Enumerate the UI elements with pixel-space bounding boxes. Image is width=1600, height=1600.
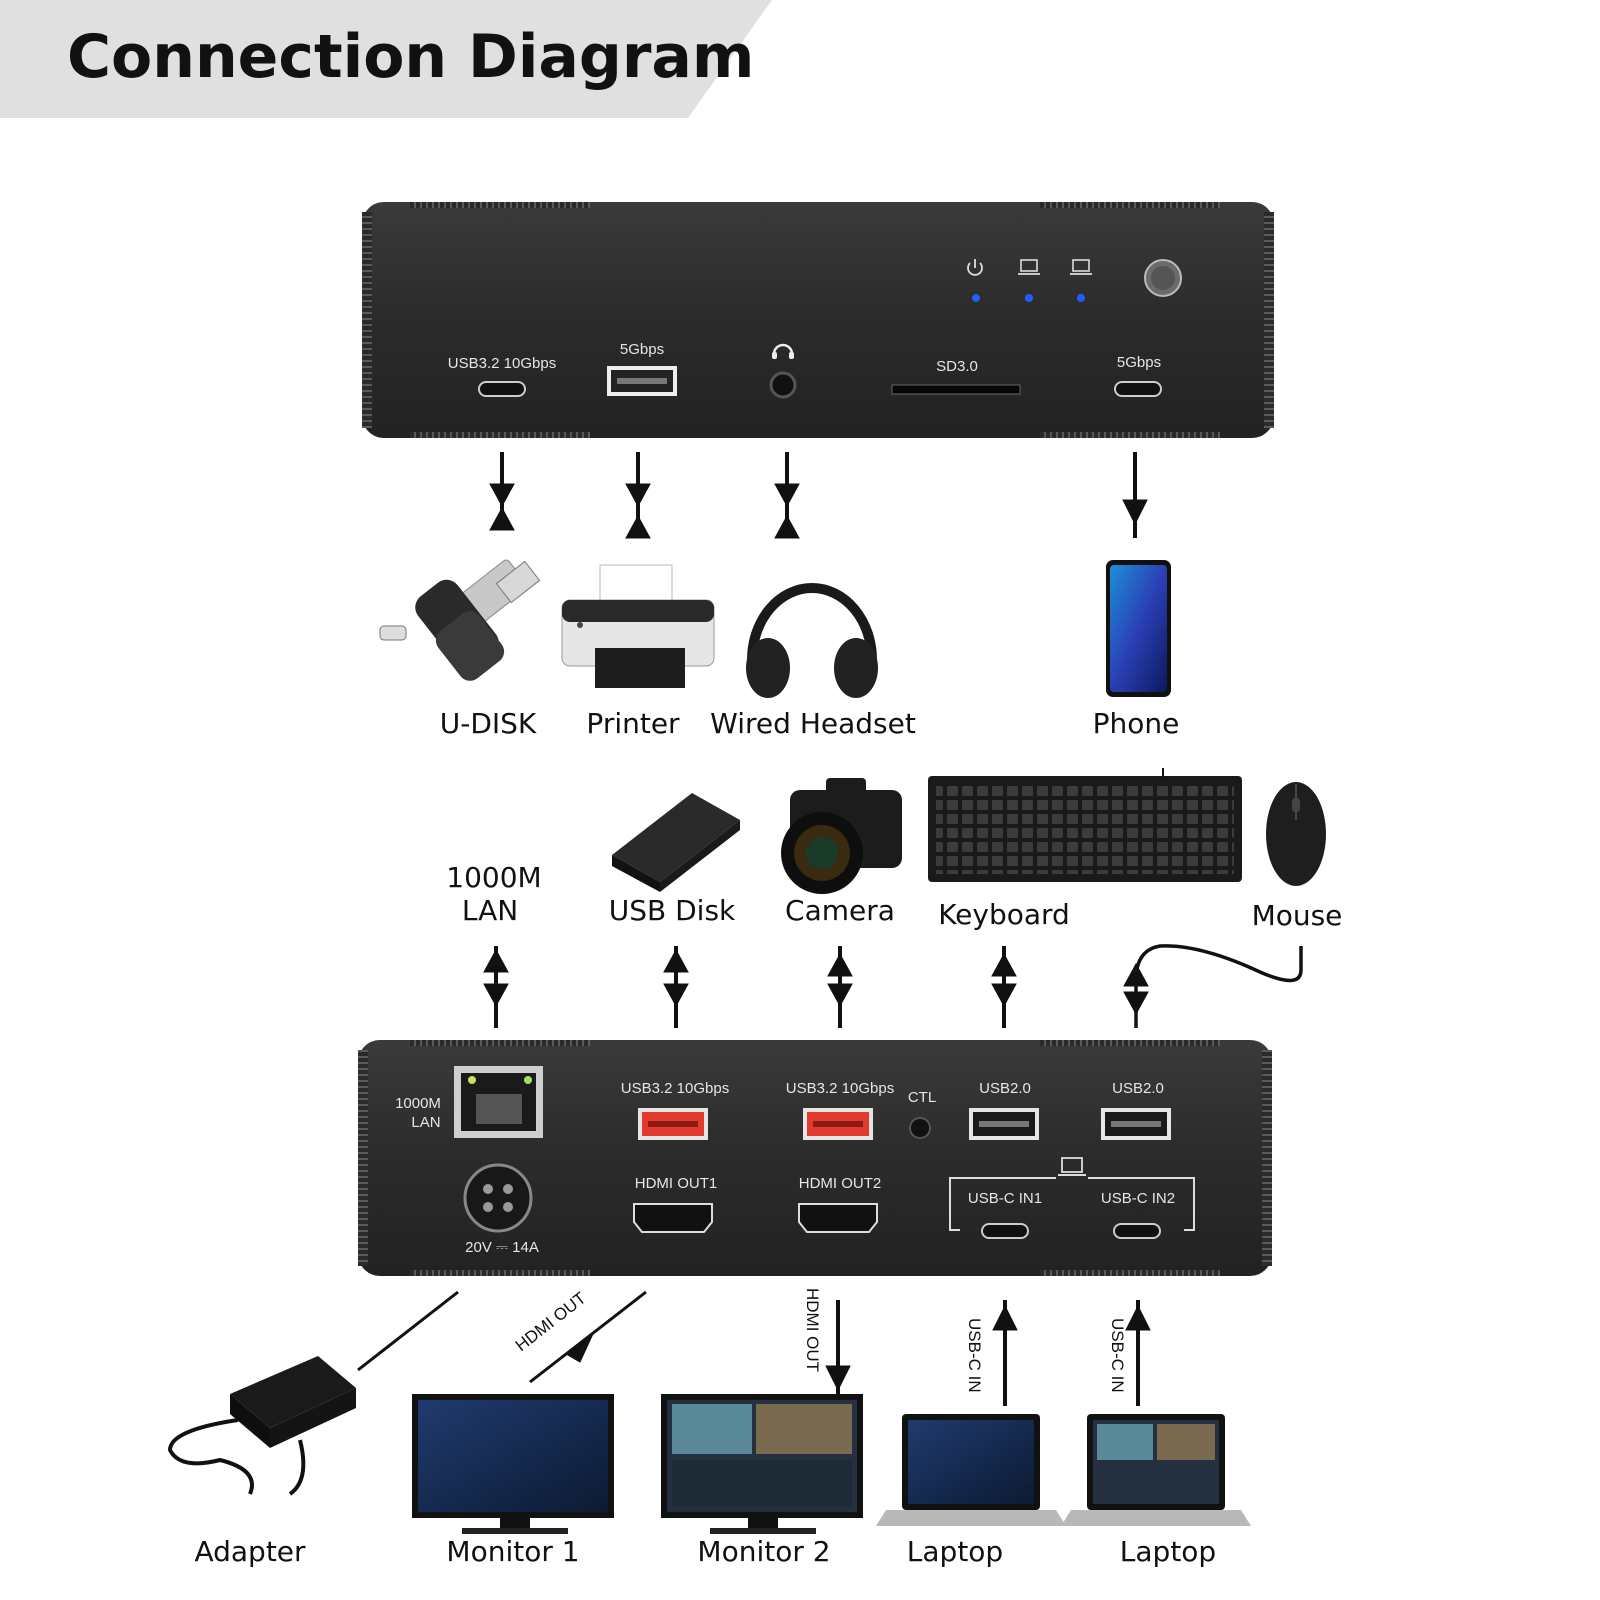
rear-usb1-label: USB3.2 10Gbps [621, 1080, 729, 1097]
rear-lan-label-1: 1000M [395, 1095, 441, 1112]
front-usbc-10g-label: USB3.2 10Gbps [448, 355, 556, 372]
rear-usbc-in1-label: USB-C IN1 [968, 1190, 1042, 1207]
front-sd-label: SD3.0 [936, 358, 978, 375]
phone-illustration [1106, 560, 1171, 697]
rear-usbc-port-1 [981, 1223, 1029, 1239]
headset-illustration [746, 583, 878, 698]
rear-usbc-in2-label: USB-C IN2 [1101, 1190, 1175, 1207]
front-usba-port [607, 366, 677, 396]
camera-illustration [781, 778, 902, 894]
front-usba-5g-label: 5Gbps [620, 341, 664, 358]
laptop-icon [1058, 1157, 1086, 1176]
monitor-2-illustration [661, 1394, 863, 1534]
middle-arrows [483, 944, 1303, 1028]
rear-usb20a-label: USB2.0 [979, 1080, 1031, 1097]
rear-dc-port [463, 1163, 533, 1233]
printer-illustration [561, 564, 715, 688]
usbc-in-1-caption: USB-C IN [965, 1318, 984, 1393]
rear-ctl-label: CTL [908, 1089, 936, 1106]
hdmi-out-2-caption: HDMI OUT [803, 1288, 822, 1372]
label-keyboard: Keyboard [938, 898, 1070, 931]
laptop-1-illustration [876, 1414, 1066, 1526]
power-button[interactable] [1144, 259, 1182, 297]
label-monitor-2: Monitor 2 [697, 1535, 830, 1568]
label-phone: Phone [1093, 707, 1180, 740]
rear-usb20-port-a [969, 1108, 1039, 1140]
rear-hdmi-port-2 [798, 1203, 878, 1233]
power-icon [967, 259, 983, 276]
front-usbc-5g-port [1114, 381, 1162, 397]
title-banner [0, 0, 772, 118]
top-arrows [489, 452, 1148, 539]
front-usbc-port [478, 381, 526, 397]
laptop-icon [1070, 259, 1092, 275]
label-udisk: U-DISK [440, 707, 537, 740]
rear-usb3-port-2 [803, 1108, 873, 1140]
usbc-host-bracket [949, 1177, 1195, 1231]
led-power [972, 294, 980, 302]
label-laptop-1: Laptop [907, 1535, 1003, 1568]
rear-power-spec: 20V ⎓ 14A [465, 1239, 539, 1256]
label-camera: Camera [785, 894, 895, 927]
label-usb-disk: USB Disk [609, 894, 736, 927]
rear-hdmi1-label: HDMI OUT1 [635, 1175, 718, 1192]
rear-usb20b-label: USB2.0 [1112, 1080, 1164, 1097]
label-printer: Printer [586, 707, 680, 740]
rear-hdmi-port-1 [633, 1203, 713, 1233]
headphones-icon [772, 343, 794, 359]
rear-ctl-jack [909, 1117, 931, 1139]
monitor-1-illustration [412, 1394, 614, 1534]
usbc-in-2-caption: USB-C IN [1108, 1318, 1127, 1393]
label-mouse: Mouse [1252, 899, 1343, 932]
udisk-illustration [379, 559, 541, 681]
label-monitor-1: Monitor 1 [446, 1535, 579, 1568]
label-wired-headset: Wired Headset [710, 707, 916, 740]
label-lan-line2: LAN [462, 894, 518, 927]
front-sd-slot [891, 384, 1021, 395]
laptop-icon [1018, 259, 1040, 275]
led-host2 [1077, 294, 1085, 302]
front-usbc-5g-label: 5Gbps [1117, 354, 1161, 371]
front-audio-jack [769, 371, 797, 399]
rear-lan-label-2: LAN [411, 1114, 440, 1131]
page-title: Connection Diagram [67, 22, 754, 92]
rear-lan-port [454, 1066, 543, 1138]
rear-usbc-port-2 [1113, 1223, 1161, 1239]
front-panel: USB3.2 10Gbps 5Gbps SD3.0 5Gbps [362, 202, 1274, 438]
mouse-illustration [1266, 782, 1326, 886]
label-lan-line1: 1000M [446, 861, 541, 894]
label-adapter: Adapter [194, 1535, 306, 1568]
rear-usb3-port-1 [638, 1108, 708, 1140]
led-host1 [1025, 294, 1033, 302]
rear-panel: 1000M LAN USB3.2 10Gbps USB3.2 10Gbps CT… [358, 1040, 1272, 1276]
label-laptop-2: Laptop [1120, 1535, 1216, 1568]
keyboard-illustration [928, 768, 1242, 882]
rear-hdmi2-label: HDMI OUT2 [799, 1175, 882, 1192]
rear-usb2-label: USB3.2 10Gbps [786, 1080, 894, 1097]
laptop-2-illustration [1061, 1414, 1251, 1526]
adapter-illustration [167, 1356, 356, 1496]
bottom-connectors [357, 1290, 1151, 1406]
usb-disk-illustration [612, 793, 740, 892]
rear-usb20-port-b [1101, 1108, 1171, 1140]
